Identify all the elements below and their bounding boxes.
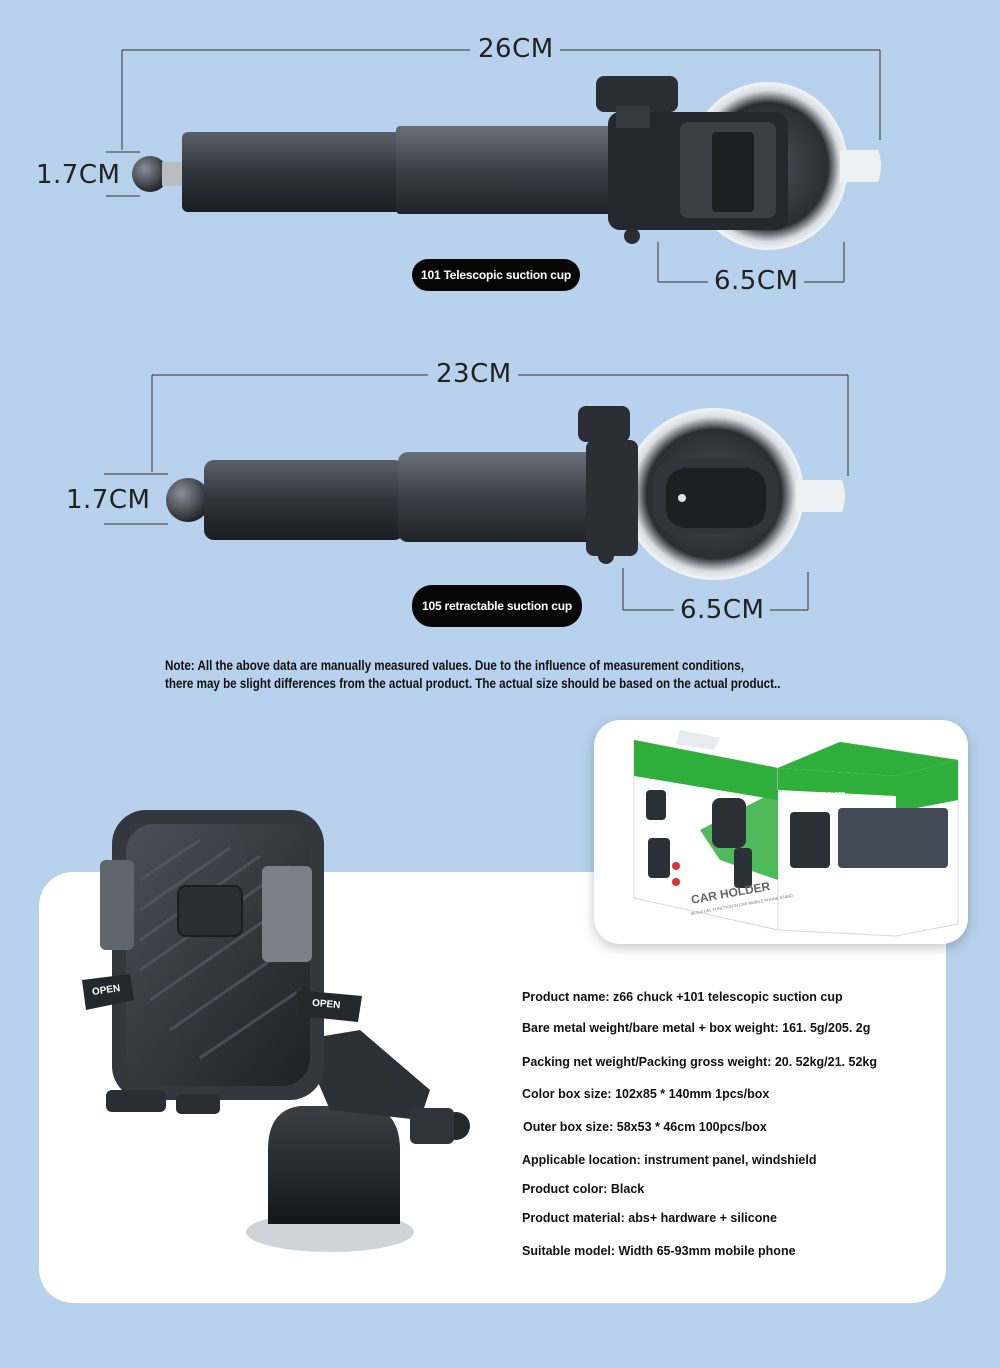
mid-length-label: 23CM (430, 361, 518, 387)
top-length-label: 26CM (472, 36, 560, 62)
top-ball-label: 1.7CM (30, 162, 127, 188)
note-line-2: there may be slight differences from the… (165, 676, 781, 691)
top-model-tag: 101 Telescopic suction cup (412, 259, 580, 291)
spec-product-name: Product name: z66 chuck +101 telescopic … (522, 990, 843, 1004)
mid-ball-label: 1.7CM (60, 487, 157, 513)
top-arm-diagram (106, 49, 881, 283)
spec-color-box: Color box size: 102x85 * 140mm 1pcs/box (522, 1087, 770, 1101)
spec-color: Product color: Black (522, 1182, 645, 1196)
spec-location: Applicable location: instrument panel, w… (522, 1153, 817, 1167)
top-cup-label: 6.5CM (708, 268, 805, 294)
spec-outer-box: Outer box size: 58x53 * 46cm 100pcs/box (523, 1120, 767, 1134)
mid-cup-label: 6.5CM (674, 597, 771, 623)
box-side-title: MOBILE PHONE HOLDER (784, 792, 846, 798)
measurement-note: Note: All the above data are manually me… (165, 657, 781, 693)
mid-arm-diagram (104, 374, 849, 611)
spec-packing-weight: Packing net weight/Packing gross weight:… (522, 1055, 877, 1069)
spec-weight: Bare metal weight/bare metal + box weigh… (522, 1021, 871, 1035)
mid-model-tag: 105 retractable suction cup (412, 585, 582, 627)
spec-model: Suitable model: Width 65-93mm mobile pho… (522, 1244, 796, 1258)
spec-material: Product material: abs+ hardware + silico… (522, 1211, 777, 1225)
note-line-1: Note: All the above data are manually me… (165, 658, 744, 673)
